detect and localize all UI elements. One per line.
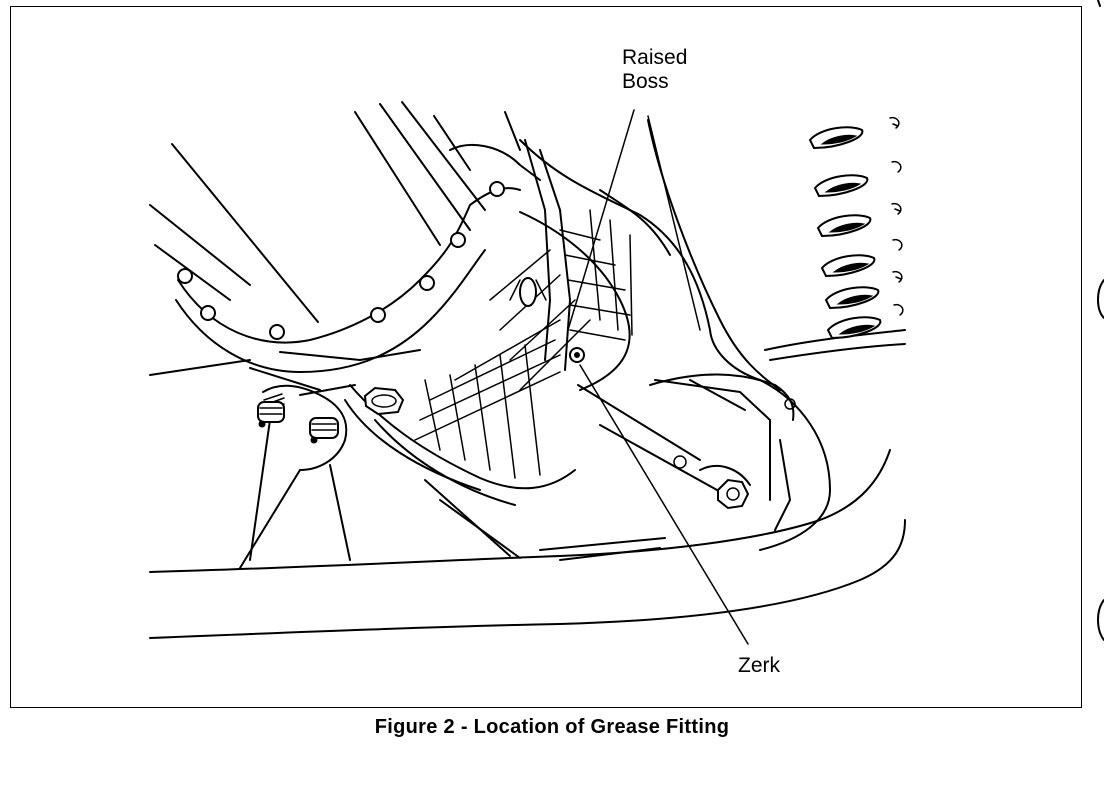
spring-left — [257, 393, 285, 428]
heat-shield — [764, 116, 906, 361]
exhaust-mount — [239, 384, 348, 569]
shield-clips — [889, 116, 904, 316]
transmission-case — [519, 119, 831, 551]
spring-right — [309, 417, 339, 444]
zerk-label: Zerk — [738, 654, 780, 677]
zerk-fitting — [569, 347, 585, 363]
crossmember-bolt — [699, 465, 751, 510]
raised-boss-label-line1: Raised — [622, 46, 688, 69]
flange-bolt — [363, 386, 405, 416]
bell-housing-flange — [175, 144, 541, 396]
frame-rails — [149, 101, 521, 376]
raised-boss-label: Raised Boss — [622, 46, 687, 94]
raised-boss-label-line2: Boss — [622, 70, 669, 93]
callout-leaders — [567, 109, 749, 645]
margin-marks — [1097, 0, 1104, 641]
shield-slots — [808, 126, 882, 340]
figure-caption: Figure 2 - Location of Grease Fitting — [374, 716, 730, 738]
lower-crossmember — [149, 449, 906, 639]
ribbed-cage — [344, 139, 633, 506]
